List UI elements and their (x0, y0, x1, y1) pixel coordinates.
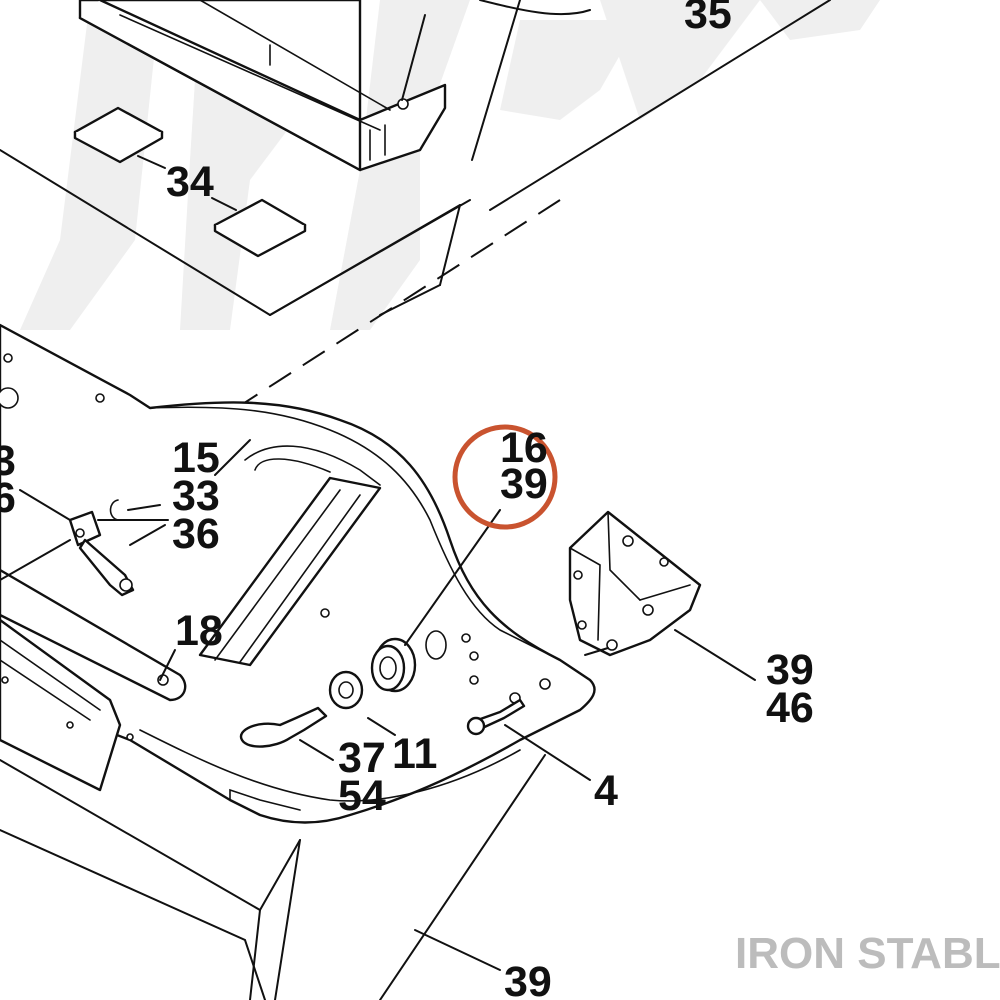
callout-16: 16 (500, 424, 548, 472)
callout-labels: 35 34 15 33 36 16 39 18 39 46 11 37 54 4… (0, 0, 814, 1000)
part-35-tray (78, 0, 447, 172)
callout-39-bottom: 39 (504, 958, 552, 1000)
callout-36: 36 (172, 510, 220, 558)
lever-assembly (0, 489, 169, 597)
highlight-circle (452, 424, 558, 530)
callout-4: 4 (594, 767, 618, 815)
callout-11: 11 (392, 730, 437, 778)
callout-37: 37 (338, 734, 386, 782)
callout-35: 35 (684, 0, 732, 38)
part-34-pads (73, 106, 307, 258)
callout-54: 54 (338, 772, 386, 820)
callout-18: 18 (175, 607, 223, 655)
lower-frame (0, 568, 546, 1000)
callout-3-cut: 3 (0, 437, 16, 485)
callout-15: 15 (172, 434, 220, 482)
callout-6-cut: 6 (0, 474, 16, 522)
hinge-bracket (568, 510, 702, 657)
callout-46: 46 (766, 684, 814, 732)
small-hardware (239, 637, 526, 748)
callout-33: 33 (172, 472, 220, 520)
callout-39-upper: 39 (500, 460, 548, 508)
callout-34: 34 (166, 158, 214, 206)
main-seat-pan (0, 323, 596, 824)
upper-outline-lines (0, 0, 831, 561)
leader-lines (159, 439, 756, 971)
watermark-text: IRON STABLE (735, 929, 1000, 978)
callout-39-right: 39 (766, 646, 814, 694)
